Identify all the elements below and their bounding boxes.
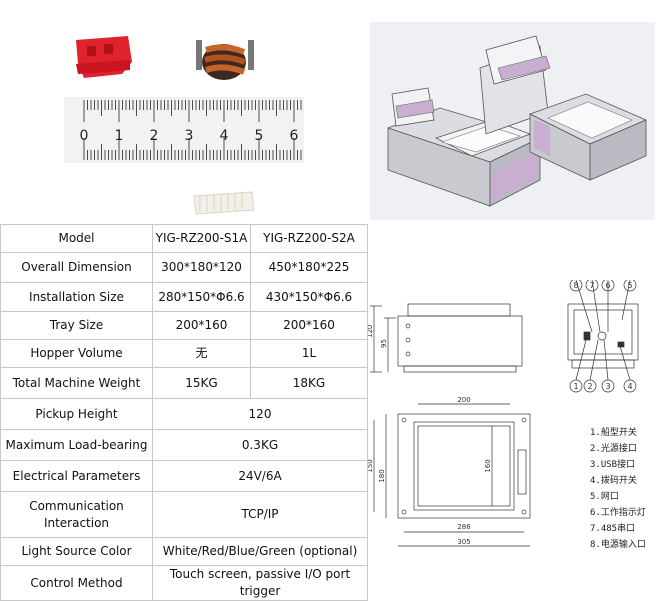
legend-item: 4.拨码开关 [590,476,637,486]
row-label: Electrical Parameters [0,460,153,492]
top-width-dim: 180 [378,469,386,482]
row-value-shared: 120 [152,398,368,430]
legend-item: 8.电源输入口 [590,540,646,550]
row-label: Control Method [0,565,153,601]
front-view-drawing [370,303,523,373]
row-label: Pickup Height [0,398,153,430]
row-label: Communication Interaction [0,491,153,538]
ruler-label-4: 4 [220,128,229,144]
callout-5: 5 [627,281,632,290]
red-connector-image [76,36,132,78]
row-value-model-2: 450*180*225 [250,252,368,283]
ruler-label-3: 3 [185,128,194,144]
legend-item: 7.485串口 [590,524,636,534]
ruler-label-6: 6 [290,128,299,144]
top-tray-depth-dim: 160 [484,459,492,472]
legend-item: 6.工作指示灯 [590,508,646,518]
spec-row-control-method: Control Method Touch screen, passive I/O… [0,565,368,601]
header-label: Model [0,224,153,253]
header-model-1: YIG-RZ200-S1A [152,224,251,253]
parts-photo: 0 1 2 3 4 5 6 [64,36,304,215]
white-terminal-image [193,191,255,215]
callout-bubble [623,379,637,393]
callout-2: 2 [587,382,592,391]
rear-view-drawing [567,280,639,381]
front-height-dim: 120 [368,325,374,338]
spec-row-hopper-volume: Hopper Volume 无 1L [0,339,368,368]
row-label: Tray Size [0,311,153,340]
legend-item: 5.网口 [590,492,619,502]
legend-item: 1.船型开关 [590,428,637,438]
row-label: Maximum Load-bearing [0,429,153,461]
row-label: Overall Dimension [0,252,153,283]
row-value-shared: Touch screen, passive I/O port trigger [152,565,368,601]
spec-row-tray-size: Tray Size 200*160 200*160 [0,311,368,340]
technical-drawings: 120 95 8 7 6 5 1 2 3 4 [368,280,639,547]
ruler-image: 0 1 2 3 4 5 6 [64,97,304,163]
ruler-label-2: 2 [150,128,159,144]
ruler-label-5: 5 [255,128,264,144]
row-value-model-2: 430*150*Φ6.6 [250,282,368,312]
row-label: Installation Size [0,282,153,312]
callout-4: 4 [627,382,632,391]
spec-row-installation-size: Installation Size 280*150*Φ6.6 430*150*Φ… [0,282,368,312]
spec-row-light-color: Light Source Color White/Red/Blue/Green … [0,537,368,566]
header-model-2: YIG-RZ200-S2A [250,224,368,253]
inductor-coil-image [196,40,254,80]
spec-row-total-weight: Total Machine Weight 15KG 18KG [0,367,368,399]
callout-6: 6 [605,281,610,290]
callout-bubble [569,280,583,292]
ruler-label-1: 1 [115,128,124,144]
row-value-model-1: 200*160 [152,311,251,340]
feeder-unit-left [386,87,542,207]
top-view-drawing [373,403,531,547]
row-value-model-2: 1L [250,339,368,368]
spec-table: Model YIG-RZ200-S1A YIG-RZ200-S2A Overal… [0,224,368,601]
row-value-model-2: 200*160 [250,311,368,340]
callout-bubble [585,280,599,292]
row-label-line-1: Communication [29,498,124,513]
rear-view-callouts [569,280,637,393]
spec-header-row: Model YIG-RZ200-S1A YIG-RZ200-S2A [0,224,368,253]
spec-row-pickup-height: Pickup Height 120 [0,398,368,430]
front-body-dim: 95 [380,339,388,348]
row-value-model-1: 无 [152,339,251,368]
top-install-length-dim: 286 [457,523,471,531]
legend-item: 3.USB接口 [590,460,636,470]
top-install-width-dim: 150 [368,459,374,472]
spec-row-overall-dimension: Overall Dimension 300*180*120 450*180*22… [0,252,368,283]
feeder-3d-render [370,22,655,220]
spec-row-max-load: Maximum Load-bearing 0.3KG [0,429,368,461]
spec-row-communication: Communication Interaction TCP/IP [0,491,368,538]
ruler-label-0: 0 [80,128,89,144]
top-tray-width-dim: 200 [457,396,470,404]
spec-row-electrical: Electrical Parameters 24V/6A [0,460,368,492]
row-label-line-2: Interaction [43,515,110,530]
legend-item: 2.光源接口 [590,444,637,454]
row-value-model-1: 300*180*120 [152,252,251,283]
callout-bubble [601,379,615,393]
callout-bubble [623,280,637,292]
callout-3: 3 [605,382,610,391]
feeder-unit-right [479,35,648,181]
callout-bubble [583,379,597,393]
callout-1: 1 [573,382,578,391]
row-value-model-1: 280*150*Φ6.6 [152,282,251,312]
callout-8: 8 [573,281,578,290]
row-value-shared: White/Red/Blue/Green (optional) [152,537,368,566]
row-value-model-1: 15KG [152,367,251,399]
row-value-model-2: 18KG [250,367,368,399]
callout-bubble [569,379,583,393]
row-label: Hopper Volume [0,339,153,368]
row-value-shared: TCP/IP [152,491,368,538]
row-value-shared: 0.3KG [152,429,368,461]
top-overall-length-dim: 305 [457,538,470,546]
row-value-shared: 24V/6A [152,460,368,492]
row-label: Total Machine Weight [0,367,153,399]
callout-bubble [601,280,615,292]
callout-7: 7 [589,281,594,290]
row-label: Light Source Color [0,537,153,566]
